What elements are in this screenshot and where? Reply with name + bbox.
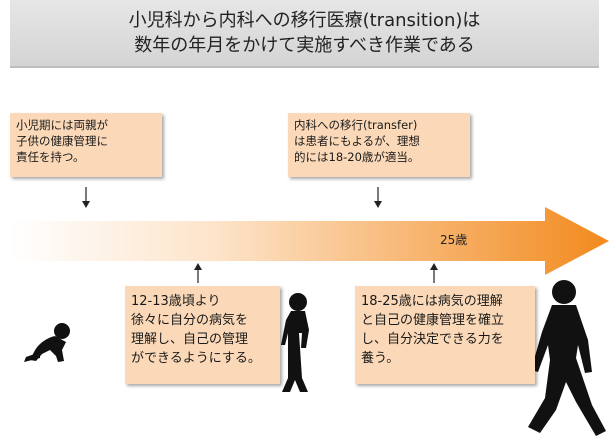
- note-line: し、自分決定できる力を: [361, 332, 504, 347]
- title-line-2: 数年の年月をかけて実施すべき作業である: [134, 35, 475, 56]
- note-line: 12-13歳頃より: [131, 294, 221, 309]
- note-line: 責任を持つ。: [16, 150, 85, 164]
- connector-arrow-note4: [430, 263, 438, 283]
- connector-arrow-note1: [82, 187, 90, 208]
- walking-adult-figure: [528, 280, 606, 436]
- connector-arrow-note3: [194, 263, 202, 283]
- note-young-adult: 18-25歳には病気の理解 と自己の健康管理を確立 し、自分決定できる力を 養う…: [355, 286, 535, 384]
- note-adolescence: 12-13歳頃より 徐々に自分の病気を 理解し、自己の管理 ができるようにする。: [125, 286, 280, 384]
- walking-child-figure: [281, 293, 309, 392]
- note-line: 小児期には両親が: [16, 118, 108, 132]
- title-line-1: 小児科から内科への移行医療(transition)は: [128, 10, 481, 31]
- title-banner: 小児科から内科への移行医療(transition)は 数年の年月をかけて実施すべ…: [10, 0, 599, 68]
- note-line: 子供の健康管理に: [16, 134, 108, 148]
- age-25-label: 25歳: [440, 233, 468, 247]
- note-line: 養う。: [361, 351, 400, 366]
- note-line: 内科への移行(transfer): [294, 118, 418, 132]
- note-line: 徐々に自分の病気を: [131, 313, 249, 328]
- note-line: と自己の健康管理を確立: [361, 313, 505, 328]
- note-line: 18-25歳には病気の理解: [361, 294, 503, 309]
- note-line: 理解し、自己の管理: [131, 332, 249, 347]
- note-transfer: 内科への移行(transfer) は患者にもよるが、理想 的には18-20歳が適…: [288, 113, 470, 177]
- connector-arrow-note2: [374, 187, 382, 208]
- note-line: 的には18-20歳が適当。: [294, 150, 420, 164]
- note-line: ができるようにする。: [131, 351, 261, 366]
- note-line: は患者にもよるが、理想: [294, 134, 420, 148]
- crawling-baby-figure: [24, 323, 70, 362]
- note-childhood: 小児期には両親が 子供の健康管理に 責任を持つ。: [10, 113, 162, 177]
- timeline-arrow: [10, 207, 609, 275]
